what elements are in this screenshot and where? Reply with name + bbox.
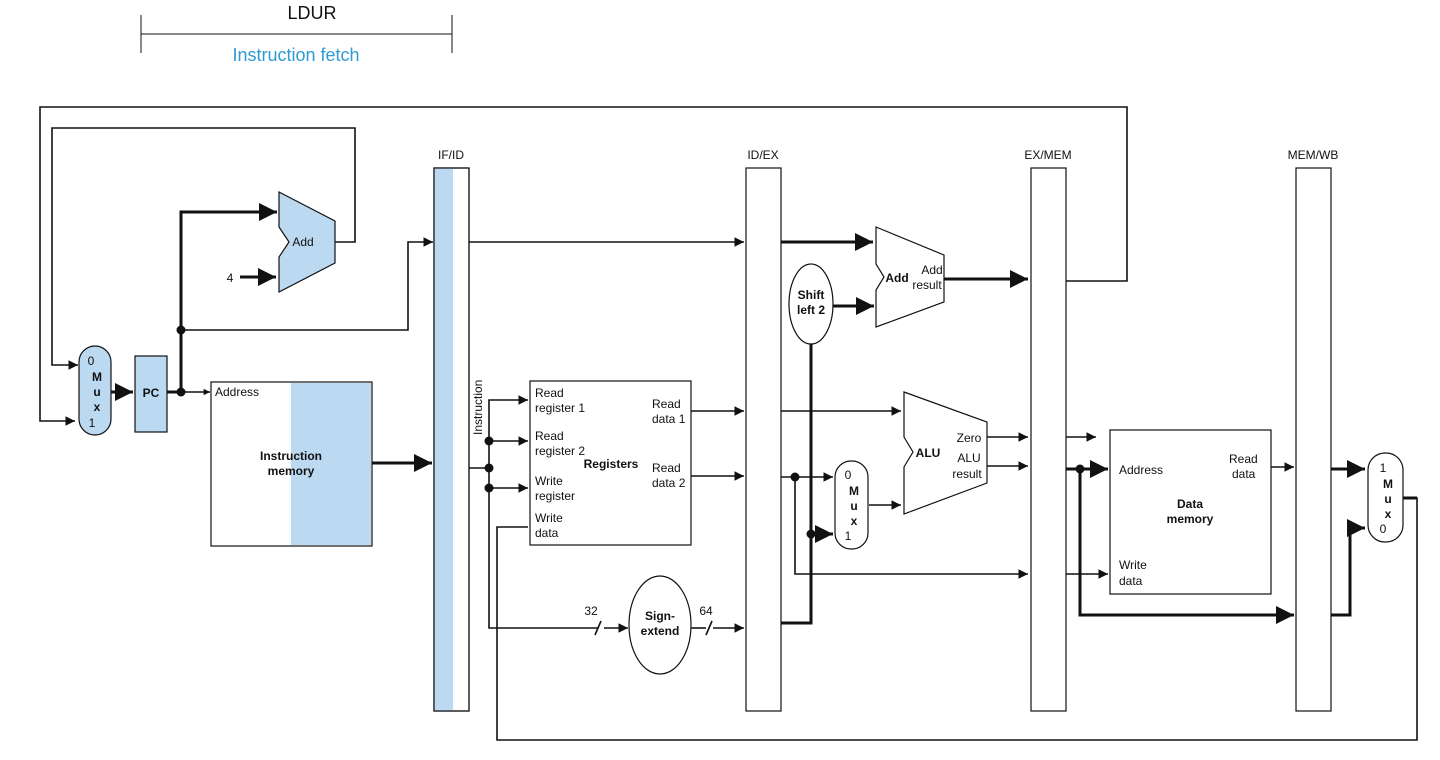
diagram-label: M — [92, 370, 102, 384]
constant-four: 4 — [227, 271, 234, 285]
diagram-label: Address — [215, 385, 259, 399]
diagram-label: Write — [1119, 558, 1147, 572]
register-file: Read register 1 Read register 2 Write re… — [529, 380, 692, 546]
mem-wb-label: MEM/WB — [1288, 148, 1339, 162]
diagram-label: M — [1383, 477, 1393, 491]
diagram-label: Add — [921, 263, 942, 277]
diagram-label: 0 — [845, 468, 852, 482]
alu-mux: 0 M u x 1 — [834, 460, 869, 550]
shift-left-2: Shift left 2 — [788, 263, 834, 345]
diagram-label: result — [952, 467, 982, 481]
diagram-label: data 1 — [652, 412, 686, 426]
diagram-label: u — [93, 385, 100, 399]
diagram-label: ALU — [957, 451, 980, 465]
instruction-title: LDUR — [287, 3, 336, 23]
header: LDUR Instruction fetch — [140, 3, 453, 65]
pipeline-register-id-ex: ID/EX — [745, 148, 782, 712]
pc-adder: Add 4 — [227, 191, 336, 293]
diagram-label: x — [851, 514, 858, 528]
diagram-label: 1 — [845, 529, 852, 543]
diagram-label: Read — [535, 386, 564, 400]
diagram-label: left 2 — [797, 303, 825, 317]
diagram-label: Add — [292, 235, 313, 249]
diagram-label: data — [1119, 574, 1143, 588]
program-counter: PC — [134, 355, 168, 433]
diagram-label: 0 — [88, 354, 95, 368]
if-id-label: IF/ID — [438, 148, 464, 162]
diagram-label: PC — [143, 386, 160, 400]
diagram-label: Add — [885, 271, 908, 285]
diagram-label: memory — [1167, 512, 1214, 526]
diagram-label: Write — [535, 511, 563, 525]
wires-active — [111, 203, 1417, 625]
diagram-label: data — [535, 526, 559, 540]
branch-adder: Add Add result — [875, 226, 945, 328]
diagram-label: u — [1384, 492, 1391, 506]
diagram-label: Instruction — [260, 449, 322, 463]
diagram-label: x — [1385, 507, 1392, 521]
diagram-label: result — [912, 278, 942, 292]
diagram-label: 0 — [1380, 522, 1387, 536]
diagram-label: Read — [652, 461, 681, 475]
diagram-label: x — [94, 400, 101, 414]
pipeline-register-ex-mem: EX/MEM — [1024, 148, 1072, 712]
diagram-label: u — [850, 499, 857, 513]
diagram-label: Address — [1119, 463, 1163, 477]
diagram-label: register 2 — [535, 444, 585, 458]
diagram-label: Read — [652, 397, 681, 411]
stage-bracket — [140, 15, 453, 53]
diagram-label: data — [1232, 467, 1256, 481]
diagram-label: Registers — [584, 457, 639, 471]
diagram-label: Write — [535, 474, 563, 488]
sign-extend: Sign- extend 32 64 — [584, 575, 713, 675]
diagram-label: ALU — [916, 446, 941, 460]
diagram-label: Shift — [798, 288, 825, 302]
diagram-label: 1 — [89, 416, 96, 430]
diagram-label: M — [849, 484, 859, 498]
diagram-label: Read — [535, 429, 564, 443]
pc-mux: 0 M u x 1 — [78, 345, 112, 436]
diagram-label: Sign- — [645, 609, 675, 623]
pipeline-register-mem-wb: MEM/WB — [1288, 148, 1339, 712]
diagram-label: extend — [641, 624, 680, 638]
junctions — [176, 325, 1085, 539]
diagram-label: memory — [268, 464, 315, 478]
id-ex-label: ID/EX — [747, 148, 778, 162]
pipeline-register-if-id: IF/ID — [433, 148, 470, 712]
data-memory: Address Read data Data memory Write data — [1109, 429, 1272, 595]
instruction-bus-label: Instruction — [471, 380, 485, 435]
bits-in: 32 — [584, 604, 598, 618]
writeback-mux: 1 M u x 0 — [1367, 452, 1404, 543]
diagram-label: register — [535, 489, 575, 503]
stage-label: Instruction fetch — [232, 45, 359, 65]
diagram-label: register 1 — [535, 401, 585, 415]
alu: ALU Zero ALU result — [903, 391, 988, 515]
diagram-label: Data — [1177, 497, 1203, 511]
diagram-label: Zero — [957, 431, 982, 445]
diagram-label: 1 — [1380, 461, 1387, 475]
instruction-memory: Address Instruction memory — [210, 381, 373, 547]
diagram-label: Read — [1229, 452, 1258, 466]
bits-out: 64 — [699, 604, 713, 618]
diagram-label: data 2 — [652, 476, 686, 490]
ex-mem-label: EX/MEM — [1024, 148, 1071, 162]
